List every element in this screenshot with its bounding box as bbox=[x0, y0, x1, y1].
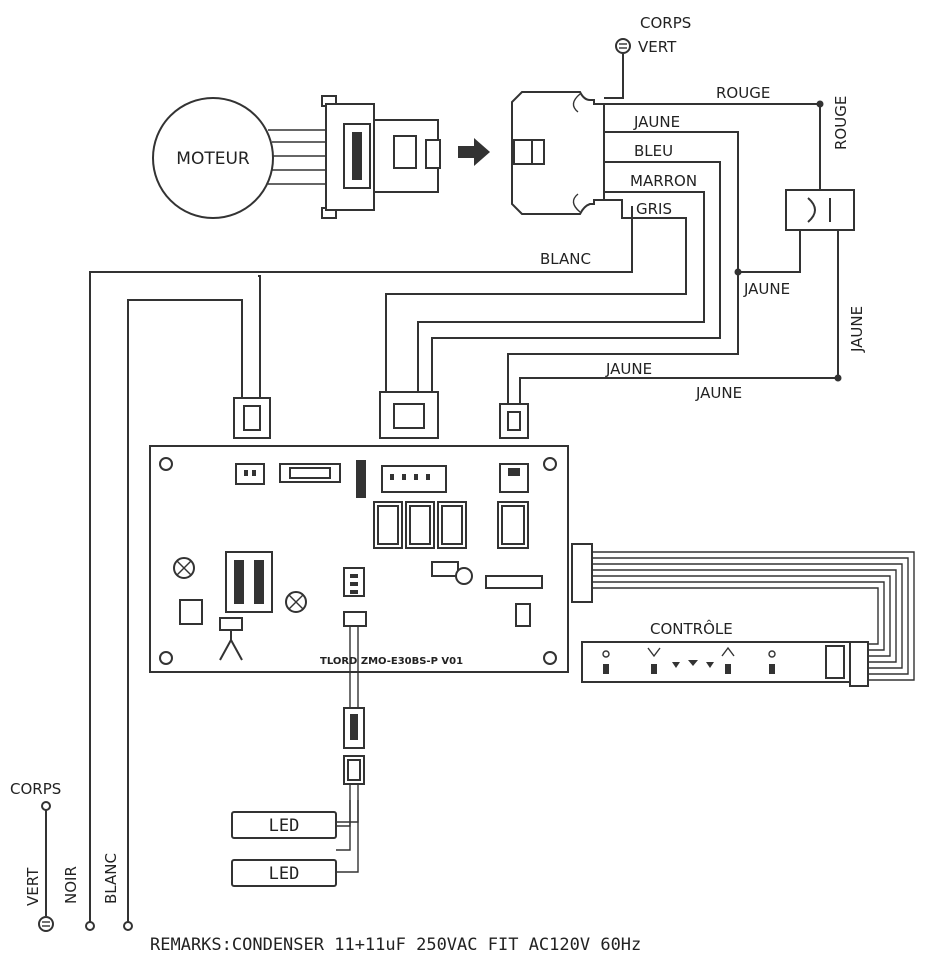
vert-left-label: VERT bbox=[24, 867, 42, 906]
transistor bbox=[219, 617, 243, 661]
ground-top-corps-label: CORPS bbox=[640, 14, 691, 32]
corps-left-label: CORPS bbox=[10, 780, 61, 798]
light-icon bbox=[768, 650, 776, 674]
wire-label-rouge-vertical: ROUGE bbox=[832, 96, 850, 150]
led-wiring bbox=[336, 611, 367, 873]
capacitor bbox=[785, 189, 855, 231]
ground-top-vert-label: VERT bbox=[638, 38, 677, 56]
terminal-noir: NOIR bbox=[62, 866, 95, 931]
wire-label-jaune-vertical: JAUNE bbox=[848, 306, 866, 353]
control-panel: CONTRÔLE bbox=[581, 619, 851, 683]
ground-symbol-icon bbox=[38, 916, 54, 932]
led-strip-1: LED bbox=[231, 811, 337, 839]
fuse bbox=[279, 463, 341, 483]
ground-left: CORPS VERT bbox=[10, 780, 61, 932]
power-icon bbox=[602, 650, 610, 674]
terminal-blanc: BLANC bbox=[102, 853, 133, 931]
blanc-left-label: BLANC bbox=[102, 853, 120, 904]
noir-label: NOIR bbox=[62, 866, 80, 904]
remarks-text: REMARKS:CONDENSER 11+11uF 250VAC FIT AC1… bbox=[150, 935, 641, 955]
led-label-1: LED bbox=[269, 816, 300, 836]
board-model-label: TLORD ZMO-E30BS-P V01 bbox=[320, 656, 463, 667]
control-label: CONTRÔLE bbox=[650, 619, 733, 638]
motor-plug-connector bbox=[321, 95, 441, 219]
relays bbox=[373, 501, 529, 549]
chevron-down-icon bbox=[647, 647, 661, 674]
wire-label-jaune-cap: JAUNE bbox=[743, 280, 790, 298]
connector-power bbox=[233, 397, 271, 439]
wire-label-blanc-top: BLANC bbox=[540, 250, 591, 268]
chevron-up-icon bbox=[721, 646, 735, 674]
wire-blanc-left bbox=[127, 299, 243, 922]
ground-top: CORPS VERT bbox=[604, 14, 691, 99]
ribbon-cable bbox=[571, 543, 915, 687]
wire-noir bbox=[258, 275, 261, 400]
led-label-2: LED bbox=[269, 864, 300, 884]
connector-cap bbox=[499, 403, 529, 439]
led-strip-2: LED bbox=[231, 859, 337, 887]
arrow-right-icon bbox=[458, 138, 490, 166]
wire-label-jaune-low-1: JAUNE bbox=[605, 360, 652, 378]
wire-label-bleu: BLEU bbox=[634, 142, 673, 160]
ground-symbol-icon bbox=[615, 38, 631, 54]
motor-label: MOTEUR bbox=[176, 149, 250, 169]
wire-label-jaune-1: JAUNE bbox=[633, 113, 680, 131]
control-board: TLORD ZMO-E30BS-P V01 bbox=[149, 445, 569, 673]
varistor bbox=[173, 557, 195, 579]
wire-label-gris: GRIS bbox=[636, 200, 672, 218]
motor: MOTEUR bbox=[152, 97, 330, 219]
wire-label-rouge-horizontal: ROUGE bbox=[716, 84, 770, 102]
wire-label-jaune-low-2: JAUNE bbox=[695, 384, 742, 402]
motor-socket-connector bbox=[511, 91, 605, 215]
transformer bbox=[225, 551, 273, 613]
socket-wires bbox=[89, 100, 842, 922]
connector-motor bbox=[379, 391, 439, 439]
wire-label-marron: MARRON bbox=[630, 172, 697, 190]
